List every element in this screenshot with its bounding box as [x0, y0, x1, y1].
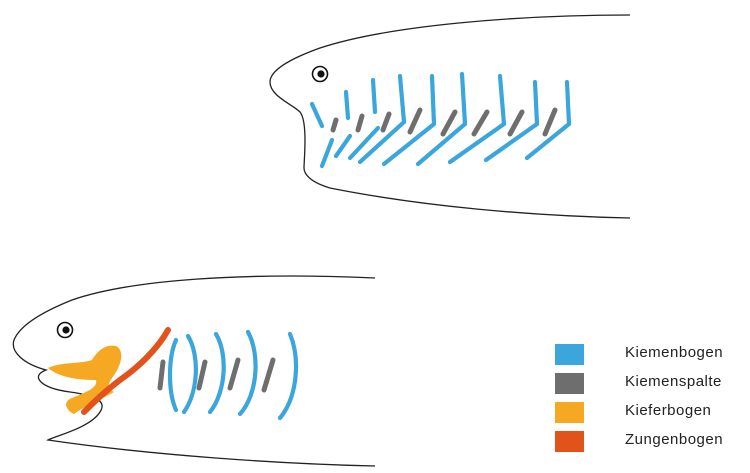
gill-slit [474, 112, 487, 134]
gill-arch [350, 128, 378, 158]
gill-arches-top [312, 74, 569, 166]
gill-arch [210, 334, 224, 412]
gill-arch [346, 92, 348, 118]
gill-slit [510, 112, 522, 134]
gill-slits-top [333, 110, 555, 134]
gill-arch [336, 136, 350, 156]
gill-arch [527, 82, 569, 158]
gill-arch [170, 340, 176, 410]
gill-arch [280, 334, 296, 418]
gill-slit [545, 110, 555, 134]
legend-label: Kiemenbogen [625, 344, 723, 361]
gill-slit [358, 116, 362, 130]
legend-swatch [555, 373, 584, 394]
gill-slit [443, 112, 455, 134]
gill-slit [264, 360, 273, 390]
legend-label: Zungenbogen [625, 431, 723, 448]
legend-label: Kiemenspalte [625, 373, 722, 390]
gill-arch [240, 332, 256, 414]
gill-arch [322, 140, 332, 166]
gill-arch [418, 74, 465, 164]
gill-arch [450, 76, 504, 162]
gill-arch [360, 76, 404, 162]
jaw-arch [48, 346, 121, 414]
gill-slit [160, 362, 163, 388]
gill-slit [199, 362, 205, 388]
gill-arch [312, 104, 322, 126]
legend-label: Kieferbogen [625, 402, 711, 419]
eye-icon [313, 67, 328, 82]
gill-slit [410, 110, 420, 132]
gill-arch [384, 76, 434, 164]
legend-swatch [555, 402, 584, 423]
jawed-fish-figure [13, 276, 375, 466]
gill-arch [373, 80, 375, 112]
jawless-fish-figure [270, 15, 630, 218]
gill-slit [230, 360, 238, 388]
gill-slit [333, 120, 336, 130]
gill-arch [486, 82, 537, 160]
legend-swatch [555, 431, 584, 452]
gill-arch [184, 336, 196, 412]
gill-slit [383, 114, 389, 130]
legend-swatch [555, 344, 584, 365]
eye-icon [58, 323, 73, 338]
